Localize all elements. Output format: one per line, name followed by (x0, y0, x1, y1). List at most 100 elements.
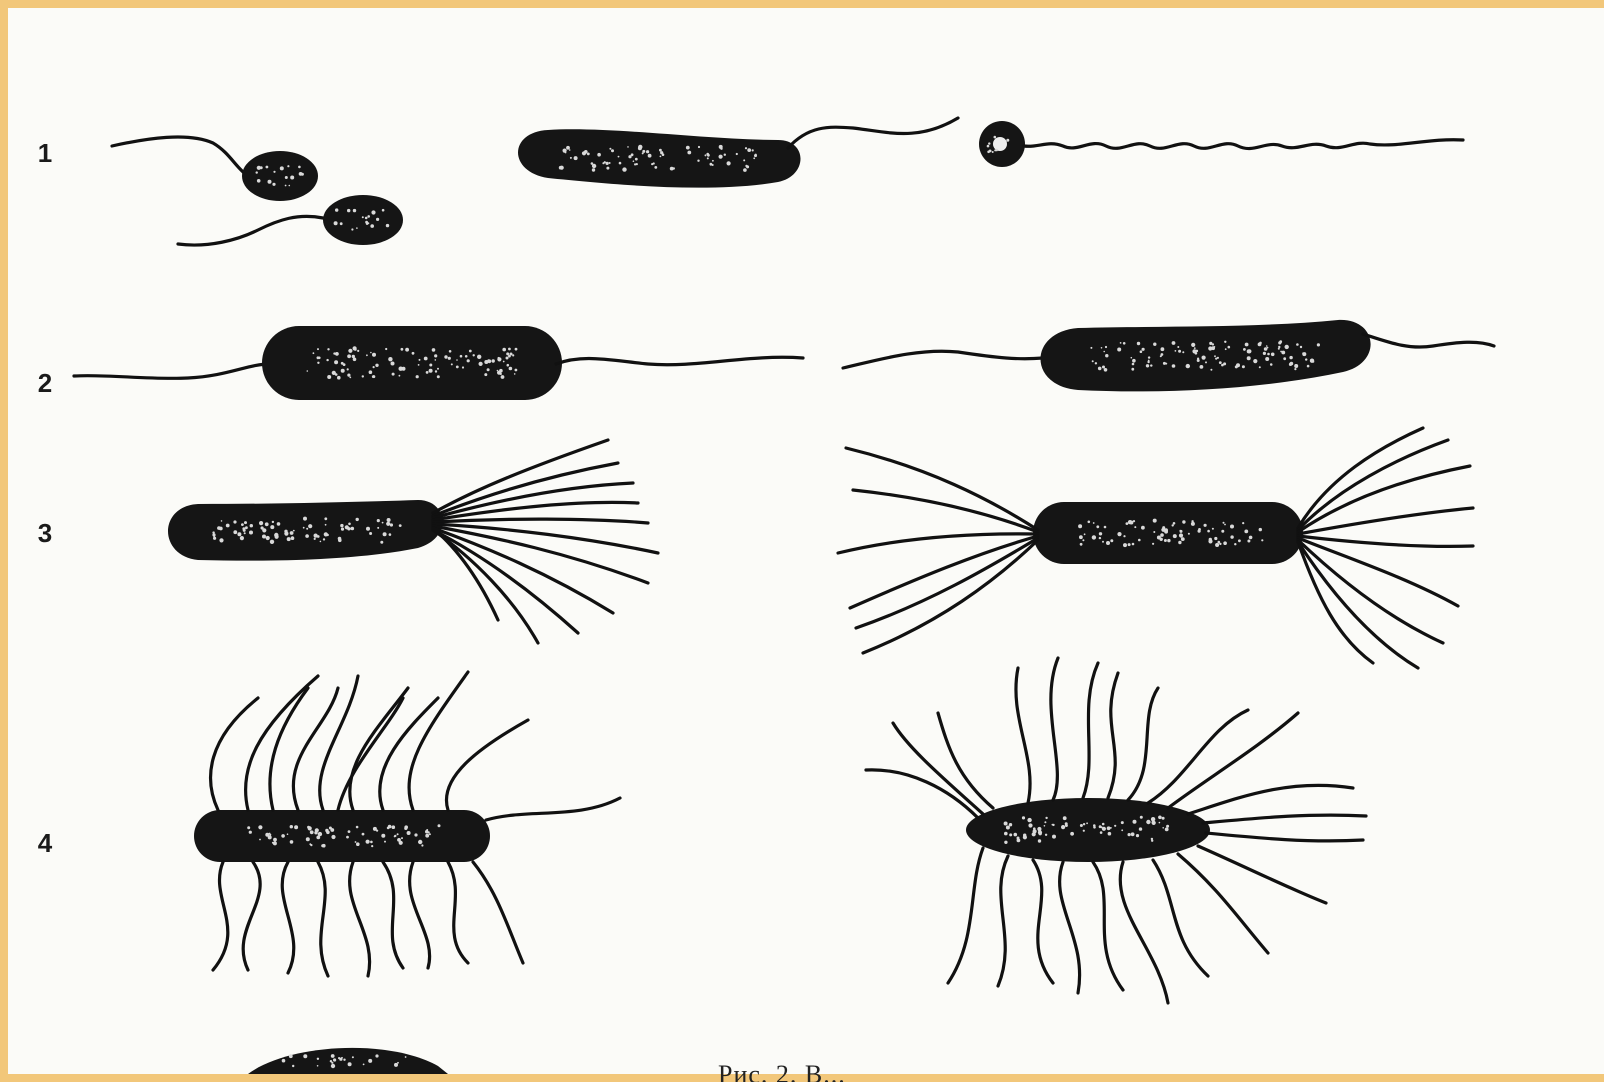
cell-speck (1102, 823, 1105, 826)
flagellum (433, 519, 648, 523)
cell-speck (221, 520, 223, 522)
flagellum (74, 364, 270, 378)
cell-speck (1173, 534, 1177, 538)
cell-speck (506, 357, 509, 360)
cell-speck (1126, 522, 1129, 525)
cell-speck (1247, 540, 1250, 543)
cell-speck (569, 149, 571, 151)
cell-speck (362, 833, 365, 836)
cell-speck (424, 357, 428, 361)
cell-speck (1242, 365, 1245, 368)
cell-speck (366, 527, 370, 531)
cell-speck (1294, 368, 1296, 370)
cell-speck (448, 357, 451, 360)
cell-speck (345, 525, 349, 529)
cell-speck (1161, 347, 1165, 351)
cell-speck (512, 354, 514, 356)
cell-speck (347, 374, 350, 377)
cell-speck (1044, 825, 1046, 827)
cell-speck (399, 375, 401, 377)
flagellum (843, 351, 1043, 368)
cell-speck (1134, 526, 1136, 528)
amphitrichous-rod-b (843, 320, 1494, 391)
cell-speck (743, 168, 747, 172)
flagellum (1188, 785, 1353, 814)
cell-speck (329, 827, 332, 830)
cell-speck (1022, 816, 1025, 819)
cell-speck (301, 173, 304, 176)
cell-speck (1065, 824, 1068, 827)
cell-speck (366, 354, 368, 356)
cell-speck (1044, 821, 1046, 823)
cell-speck (382, 522, 384, 524)
cell-speck (633, 160, 635, 162)
cell-speck (334, 221, 338, 225)
cell-speck (310, 830, 314, 834)
cell-speck (1129, 521, 1133, 525)
cell-speck (373, 366, 375, 368)
cell-speck (1101, 347, 1103, 349)
cell-speck (1212, 528, 1214, 530)
cell-speck (1172, 524, 1174, 526)
cell-speck (384, 841, 386, 843)
cell-speck (1136, 834, 1139, 837)
cell-speck (1166, 825, 1169, 828)
flagellum (948, 848, 983, 983)
flagellum (1024, 140, 1463, 149)
cell-speck (262, 528, 266, 532)
cell-speck (1295, 364, 1297, 366)
cell-speck (365, 221, 368, 224)
cell-speck (1191, 343, 1195, 347)
cell-speck (281, 834, 285, 838)
cell-speck (1083, 823, 1085, 825)
cell-speck (1082, 539, 1084, 541)
cell-speck (622, 167, 626, 171)
cell-speck (1302, 352, 1306, 356)
cell-speck (1121, 829, 1123, 831)
flagellum (270, 688, 308, 810)
cell-speck (492, 359, 495, 362)
cell-speck (290, 176, 294, 180)
cell-speck (1084, 533, 1086, 535)
cell-speck (1121, 821, 1124, 824)
cell-speck (1139, 827, 1142, 830)
cell-speck (1245, 343, 1249, 347)
cell-speck (736, 153, 738, 155)
cell-speck (591, 162, 594, 165)
cell-speck (307, 370, 309, 372)
cell-speck (642, 152, 644, 154)
cell-speck (418, 364, 420, 366)
cell-speck (707, 157, 709, 159)
cell-speck (371, 845, 373, 847)
flagellum (1128, 688, 1158, 800)
cell-speck (1238, 539, 1241, 542)
cell-speck (1209, 342, 1212, 345)
flagellum (320, 676, 358, 810)
flagellum (448, 862, 468, 963)
cell-speck (353, 346, 357, 350)
cell-speck (1099, 532, 1102, 535)
flagellum (1298, 508, 1473, 534)
cell-speck (380, 541, 383, 544)
cell-speck (277, 522, 281, 526)
monotrichous-coccus (979, 121, 1463, 167)
cell-speck (1123, 342, 1126, 345)
cell-speck (404, 827, 407, 830)
cell-speck (293, 530, 295, 532)
cell-speck (1207, 530, 1210, 533)
cell-speck (1103, 351, 1105, 353)
cell-speck (1117, 532, 1121, 536)
cell-speck (1148, 356, 1150, 358)
cell-speck (1128, 543, 1131, 546)
cell-speck (291, 536, 295, 540)
cell-speck (1004, 841, 1007, 844)
cell-speck (270, 525, 274, 529)
cell-speck (1023, 835, 1027, 839)
cell-speck (1258, 343, 1262, 347)
cell-speck (333, 1058, 336, 1061)
cell-speck (397, 833, 399, 835)
cell-speck (1271, 353, 1275, 357)
cell-speck (1128, 833, 1131, 836)
cell-speck (257, 179, 261, 183)
cell-speck (743, 159, 745, 161)
